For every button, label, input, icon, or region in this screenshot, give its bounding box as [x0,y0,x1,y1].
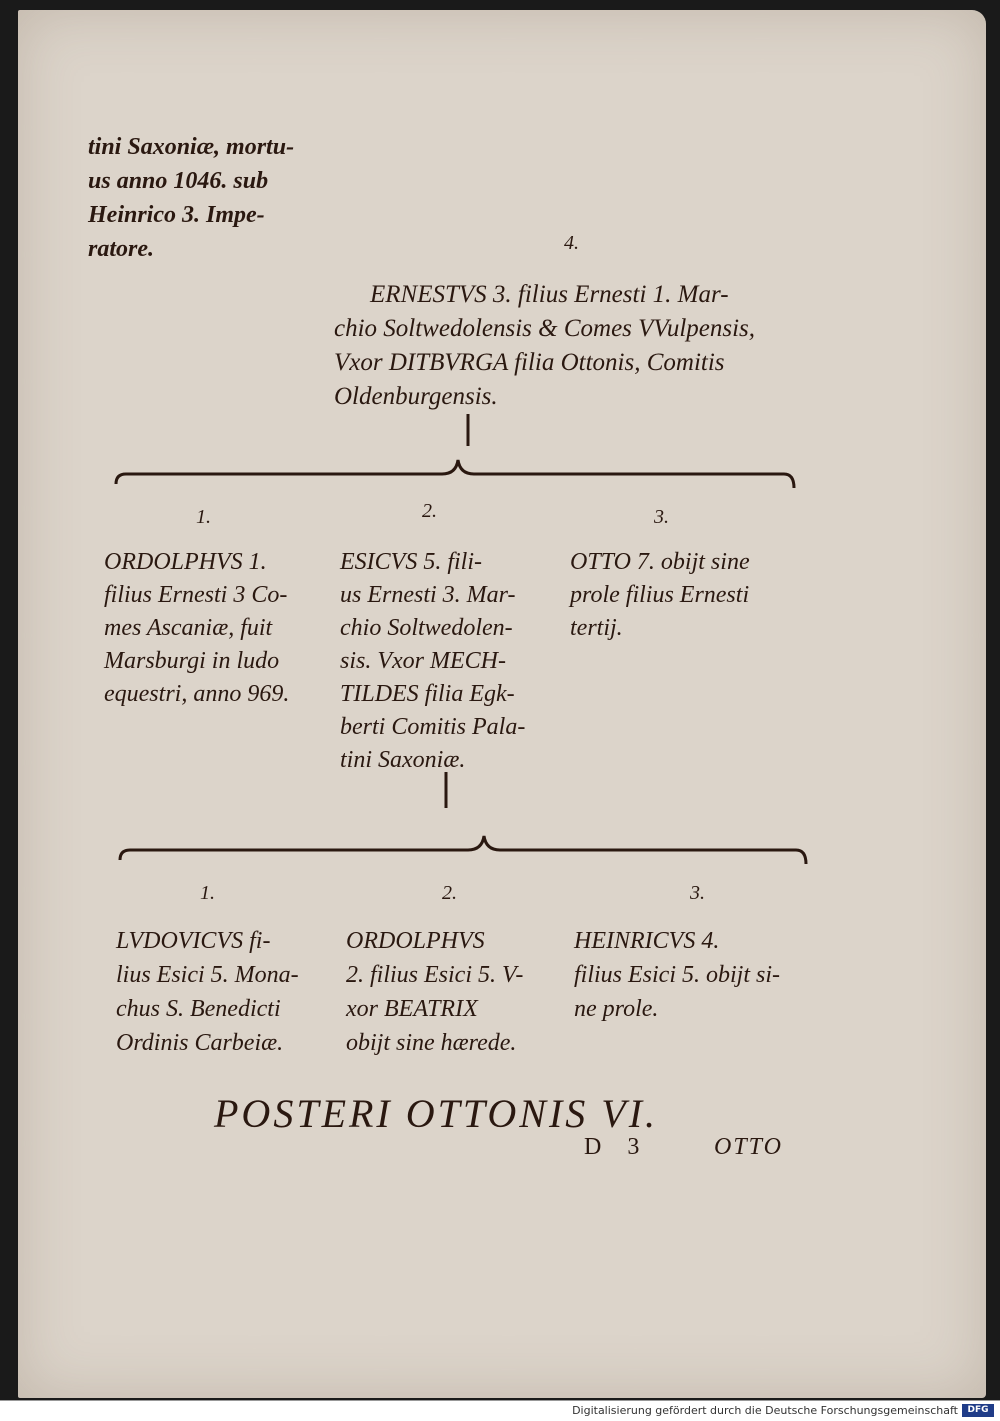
text-line: ratore. [88,236,154,262]
text-line: obijt sine hærede. [346,1030,517,1056]
footer-bar: Digitalisierung gefördert durch die Deut… [0,1400,1000,1421]
text-line: mes Ascaniæ, fuit [104,615,273,641]
catchword: OTTO [714,1134,783,1160]
text-line: ORDOLPHVS 1. [104,549,267,575]
signature-mark: D 3 [584,1134,650,1160]
text-line: tini Saxoniæ, mortu- [88,134,295,160]
child-entry: ORDOLPHVS 2. filius Esici 5. V- xor BEAT… [346,924,523,1060]
entry-number: 4. [564,232,579,254]
text-line: chio Soltwedolen- [340,615,513,641]
child-entry: ESICVS 5. fili- us Ernesti 3. Mar- chio … [340,546,525,777]
text-line: filius Esici 5. obijt si- [574,962,781,988]
text-line: us anno 1046. sub [88,168,269,194]
text-line: chus S. Benedicti [116,996,281,1022]
text-line: Oldenburgensis. [334,383,498,410]
child-number: 3. [690,882,705,904]
text-line: tini Saxoniæ. [340,747,466,773]
text-line: ne prole. [574,996,659,1022]
text-line: HEINRICVS 4. [574,928,720,954]
dfg-logo: DFG [962,1404,994,1417]
text-line: ESICVS 5. fili- [340,549,482,575]
text-line: TILDES filia Egk- [340,681,515,707]
child-number: 1. [200,882,215,904]
text-line: Vxor DITBVRGA filia Ottonis, Comitis [334,349,725,376]
text-line: xor BEATRIX [346,996,478,1022]
text-line: OTTO 7. obijt sine [570,549,750,575]
text-line: tertij. [570,615,623,641]
child-entry: OTTO 7. obijt sine prole filius Ernesti … [570,546,750,645]
main-entry: ERNESTVS 3. filius Ernesti 1. Mar- chio … [334,278,755,414]
text-line: filius Ernesti 3 Co- [104,582,288,608]
text-line: ERNESTVS 3. filius Ernesti 1. Mar- [370,281,729,308]
child-number: 2. [422,500,437,522]
child-entry: ORDOLPHVS 1. filius Ernesti 3 Co- mes As… [104,546,289,711]
text-line: LVDOVICVS fi- [116,928,271,954]
footer-credit: Digitalisierung gefördert durch die Deut… [572,1404,958,1417]
text-line: us Ernesti 3. Mar- [340,582,516,608]
section-heading: POSTERI OTTONIS VI. [214,1091,659,1136]
child-entry: HEINRICVS 4. filius Esici 5. obijt si- n… [574,924,780,1026]
connector-line [444,772,448,808]
text-line: Heinrico 3. Impe- [88,202,265,228]
text-line: chio Soltwedolensis & Comes VVulpensis, [334,315,756,342]
text-line: Ordinis Carbeiæ. [116,1030,284,1056]
genealogy-brace [114,459,796,489]
child-number: 3. [654,506,669,528]
child-number: 2. [442,882,457,904]
child-number: 1. [196,506,211,528]
text-line: ORDOLPHVS [346,928,485,954]
text-line: equestri, anno 969. [104,681,290,707]
text-line: sis. Vxor MECH- [340,648,506,674]
book-page: tini Saxoniæ, mortu- us anno 1046. sub H… [18,10,986,1398]
text-line: Marsburgi in ludo [104,648,280,674]
text-line: prole filius Ernesti [570,582,750,608]
top-note: tini Saxoniæ, mortu- us anno 1046. sub H… [88,130,294,266]
connector-line [466,414,470,446]
genealogy-brace [118,835,808,865]
text-line: 2. filius Esici 5. V- [346,962,524,988]
child-entry: LVDOVICVS fi- lius Esici 5. Mona- chus S… [116,924,299,1060]
text-line: lius Esici 5. Mona- [116,962,299,988]
text-line: berti Comitis Pala- [340,714,526,740]
